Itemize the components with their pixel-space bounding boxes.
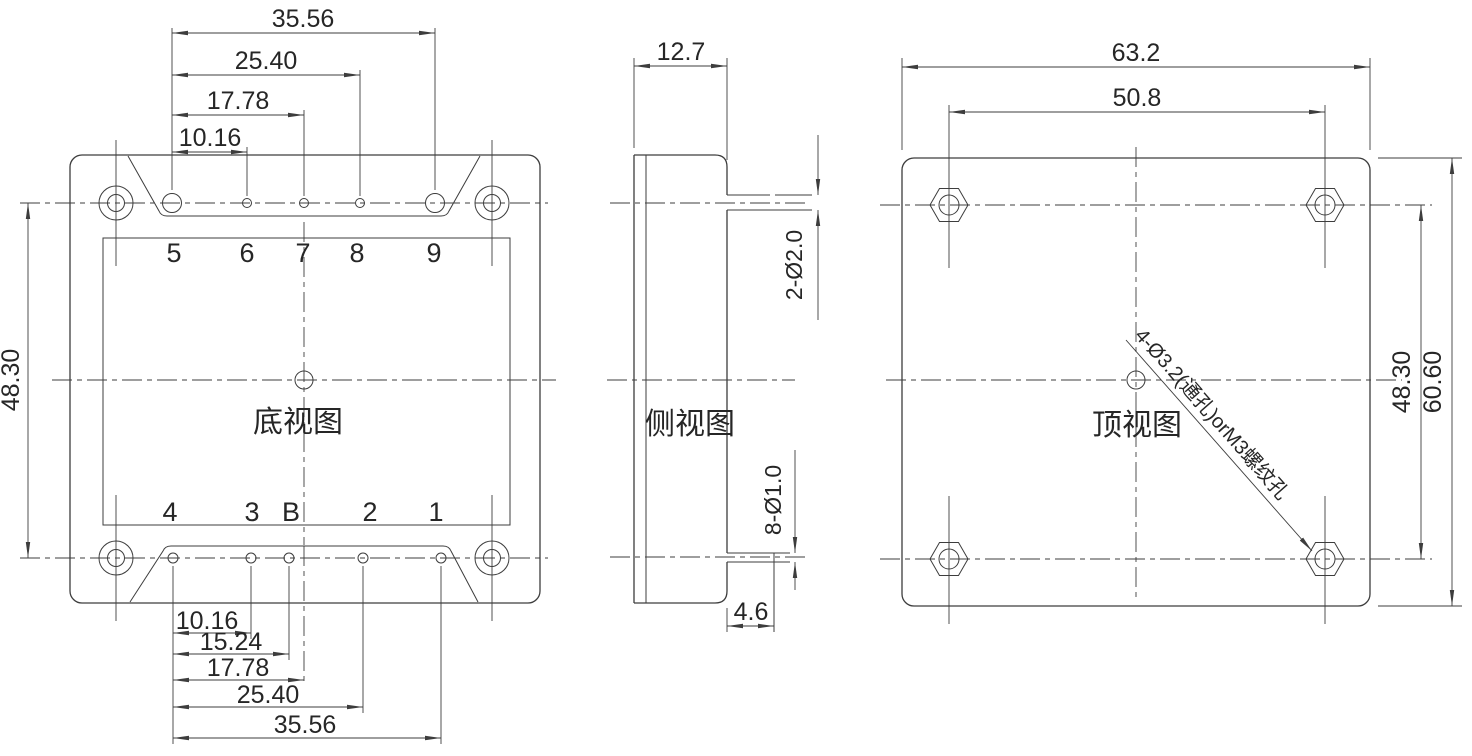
pin-number-2: 2 bbox=[362, 497, 377, 527]
bottom-pin-holes bbox=[167, 552, 447, 564]
side-body-outline bbox=[634, 154, 728, 604]
pin-hole-B bbox=[283, 552, 295, 564]
hex-nut bbox=[929, 188, 969, 222]
dim-text-48-30-left: 48.30 bbox=[0, 349, 25, 412]
mounting-hole-crosshairs bbox=[115, 140, 493, 621]
hex-nut bbox=[1305, 188, 1345, 222]
dim-text-17-78-top: 17.78 bbox=[207, 87, 270, 115]
pin-hole-8 bbox=[355, 198, 365, 208]
height-dimension: 60.60 bbox=[1378, 157, 1462, 607]
width-dimension: 63.2 bbox=[901, 39, 1371, 150]
view-label-bottom: 底视图 bbox=[253, 406, 343, 439]
dim-text-12-7: 12.7 bbox=[657, 38, 706, 66]
dim-text-15-24-bot: 15.24 bbox=[200, 628, 263, 656]
hex-standoffs bbox=[929, 188, 1345, 576]
dim-text-60-60: 60.60 bbox=[1419, 351, 1447, 414]
mounting-holes bbox=[98, 185, 510, 576]
view-label-side: 侧视图 bbox=[645, 408, 735, 441]
extension-lines bbox=[171, 28, 436, 196]
side-view: 12.7 2-Ø2.0 8-Ø1.0 4. bbox=[607, 38, 821, 632]
pin-number-7: 7 bbox=[295, 238, 310, 268]
hex-crosshairs bbox=[948, 105, 1326, 624]
top-pin-dimension: 2-Ø2.0 bbox=[781, 135, 821, 320]
pin-number-8: 8 bbox=[349, 238, 364, 268]
dim-text-17-78-bot: 17.78 bbox=[207, 654, 270, 682]
dim-text-10-16-bot: 10.16 bbox=[176, 607, 239, 635]
pin-number-4: 4 bbox=[162, 497, 177, 527]
top-pin-holes bbox=[162, 193, 445, 213]
bottom-connector-outline bbox=[129, 545, 479, 603]
dim-text-10-16-top: 10.16 bbox=[179, 124, 242, 152]
pin-length-dimension: 4.6 bbox=[726, 598, 774, 632]
pin-number-3: 3 bbox=[244, 497, 259, 527]
pin-hole-1 bbox=[435, 552, 447, 564]
dim-text-4-6: 4.6 bbox=[734, 598, 769, 626]
top-dimension-stack: 35.56 25.40 17.78 10.16 bbox=[171, 5, 436, 196]
leader-line bbox=[1125, 339, 1313, 552]
bottom-pin-dimension: 8-Ø1.0 bbox=[760, 450, 798, 590]
dim-text-63-2: 63.2 bbox=[1112, 39, 1161, 67]
hole-span-v-dimension: 48.30 bbox=[1388, 205, 1424, 559]
pin-hole-9 bbox=[425, 193, 445, 213]
top-pin-numbers: 5 6 7 8 9 bbox=[166, 238, 441, 268]
pin-number-B: B bbox=[282, 497, 300, 527]
hole-span-h-dimension: 50.8 bbox=[949, 84, 1325, 115]
pin-number-9: 9 bbox=[426, 238, 441, 268]
dim-text-35-56-bot: 35.56 bbox=[274, 711, 337, 739]
dim-text-2-d2: 2-Ø2.0 bbox=[781, 230, 807, 300]
side-top-pin bbox=[727, 194, 812, 211]
view-label-top: 顶视图 bbox=[1092, 409, 1182, 442]
pin-hole-6 bbox=[242, 198, 252, 208]
bottom-view-inner-rect bbox=[102, 237, 511, 526]
top-view: 63.2 50.8 48.30 60.60 4-Ø3.2(通孔)orM3螺纹孔 … bbox=[880, 39, 1462, 624]
left-dimension: 48.30 bbox=[0, 203, 31, 558]
pin-hole-4 bbox=[167, 552, 179, 564]
center-hole bbox=[294, 370, 314, 390]
bottom-dimension-stack: 10.16 15.24 17.78 25.40 35.56 bbox=[172, 546, 442, 744]
top-connector-outline bbox=[127, 155, 481, 217]
dim-text-8-d1: 8-Ø1.0 bbox=[760, 465, 786, 535]
pin-number-5: 5 bbox=[166, 238, 181, 268]
dim-text-25-40-bot: 25.40 bbox=[237, 681, 300, 709]
hex-nut bbox=[929, 542, 969, 576]
pin-number-6: 6 bbox=[239, 238, 254, 268]
center-hole bbox=[1126, 370, 1146, 390]
dim-text-25-40-top: 25.40 bbox=[235, 47, 298, 75]
bottom-view-outline bbox=[69, 154, 541, 604]
side-width-dimension: 12.7 bbox=[633, 38, 728, 160]
bottom-view: 5 6 7 8 9 4 3 B 2 1 35.56 bbox=[0, 5, 556, 744]
side-bottom-pin bbox=[727, 552, 790, 632]
pin-hole-7 bbox=[299, 198, 309, 208]
pin-hole-3 bbox=[245, 552, 257, 564]
dim-text-48-30: 48.30 bbox=[1388, 351, 1416, 414]
pin-number-1: 1 bbox=[428, 497, 443, 527]
pin-hole-2 bbox=[357, 552, 369, 564]
dim-text-50-8: 50.8 bbox=[1113, 84, 1162, 112]
bottom-pin-numbers: 4 3 B 2 1 bbox=[162, 497, 443, 527]
dim-text-35-56-top: 35.56 bbox=[272, 5, 335, 33]
hex-nut bbox=[1305, 542, 1345, 576]
pin-hole-5 bbox=[162, 193, 182, 213]
